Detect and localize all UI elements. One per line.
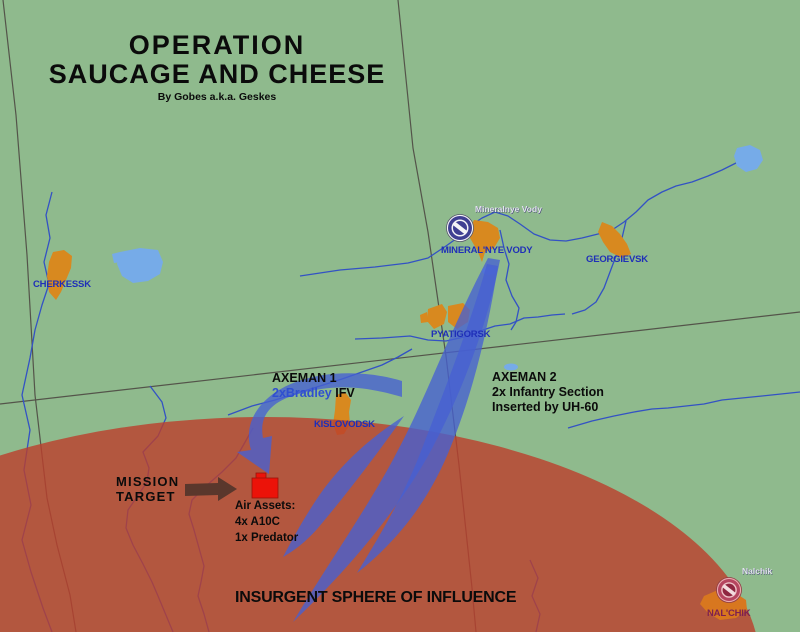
axeman1-arrow [237, 373, 402, 474]
axeman1-unit: 2xBradley [272, 386, 332, 400]
city-shape-georgievsk [598, 222, 631, 258]
air-assets-annotation: Air Assets: 4x A10C 1x Predator [235, 498, 298, 546]
airfield-icon-nalchik [716, 577, 742, 603]
airfield-icon-mineralnye-vody [446, 214, 474, 242]
city-label-nalchik: NAL'CHIK [707, 608, 751, 619]
mission-target-annotation: MISSION TARGET [116, 474, 180, 504]
lake [734, 145, 763, 172]
airfield-icon-runway-bar [453, 222, 467, 234]
movement-arrows [237, 258, 500, 622]
axeman2-annotation: AXEMAN 2 2x Infantry Section Inserted by… [492, 370, 604, 415]
axeman2-line2: 2x Infantry Section [492, 385, 604, 399]
axeman2-callsign: AXEMAN 2 [492, 370, 557, 384]
axeman1-annotation: AXEMAN 1 2xBradley IFV [272, 371, 355, 401]
operation-title-line2: SAUCAGE AND CHEESE [48, 59, 386, 89]
mission-target-arrow [185, 477, 237, 501]
operation-title-line1: OPERATION [128, 30, 306, 60]
axeman1-unit-line: 2xBradley IFV [272, 386, 355, 401]
target-marker-box [251, 477, 279, 499]
city-label-kislovodsk: KISLOVODSK [314, 419, 375, 430]
airfield-label-nalchik: Nalchik [742, 566, 773, 576]
city-label-cherkessk: CHERKESSK [33, 279, 91, 290]
air-assets-line3: 1x Predator [235, 532, 299, 544]
operation-byline: By Gobes a.k.a. Geskes [157, 91, 277, 103]
city-shape-mineralnye-vody [470, 220, 500, 262]
axeman1-callsign: AXEMAN 1 [272, 371, 337, 385]
airfield-icon-runway-bar [722, 584, 736, 596]
river [567, 391, 800, 429]
airfield-label-mineralnye-vody: Mineralnye Vody [475, 204, 542, 214]
air-assets-line2: 4x A10C [235, 516, 280, 528]
mission-target-line1: MISSION [116, 474, 180, 489]
axeman1-unit-suffix: IFV [331, 386, 355, 400]
border-line-diagonal [0, 311, 800, 405]
city-shape-pyatigorsk-west [427, 304, 447, 329]
river [499, 229, 520, 331]
axeman2-arrow-secondary [357, 264, 498, 573]
city-label-georgievsk: GEORGIEVSK [586, 254, 648, 265]
lake [117, 248, 163, 283]
mission-target-marker [251, 472, 279, 499]
city-label-mineralnye-vody: MINERAL'NYE VODY [441, 245, 533, 256]
city-shape-pyatigorsk-small [420, 312, 428, 323]
lake [112, 252, 122, 263]
city-label-pyatigorsk: PYATIGORSK [431, 329, 491, 340]
insurgent-sphere-label: INSURGENT SPHERE OF INFLUENCE [235, 589, 517, 606]
air-assets-heading: Air Assets: [235, 500, 296, 512]
axeman2-arrow-spur [283, 416, 404, 557]
axeman2-arrow-main [293, 258, 500, 622]
mission-target-line2: TARGET [116, 488, 176, 504]
axeman2-line3: Inserted by UH-60 [492, 400, 599, 414]
city-shape-cherkessk [47, 250, 72, 300]
pond [504, 363, 518, 371]
